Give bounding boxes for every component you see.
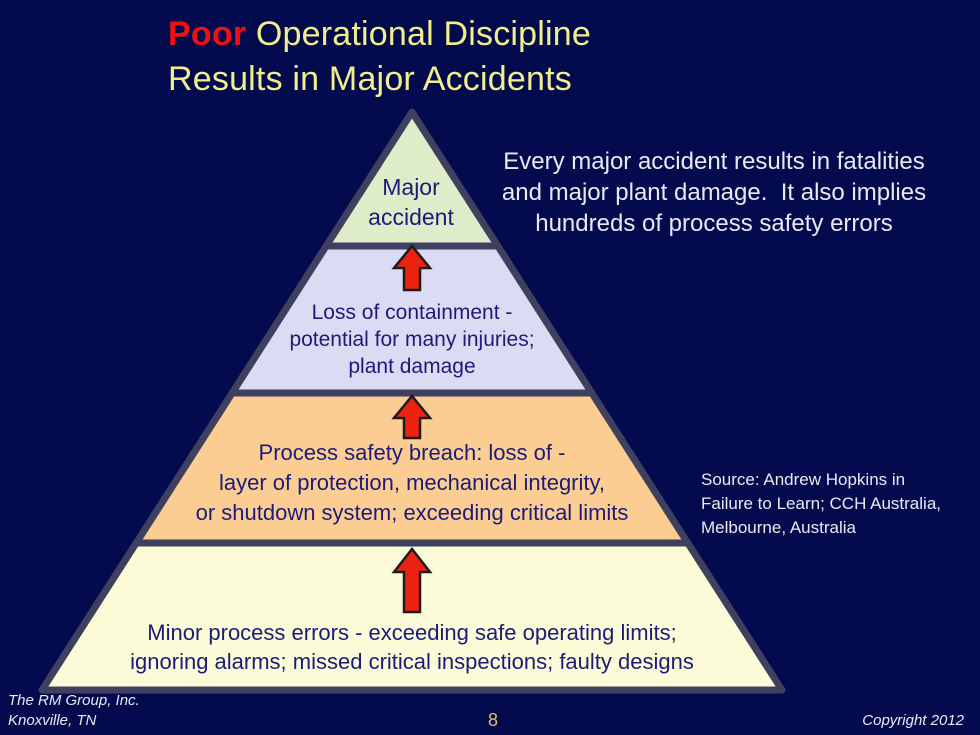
tier-label-process-safety-breach: Process safety breach: loss of - layer o… xyxy=(195,440,629,525)
copyright-text: Copyright 2012 xyxy=(862,712,964,729)
title-line-2: Results in Major Accidents xyxy=(168,60,572,98)
tier-label-minor-process-errors: Minor process errors - exceeding safe op… xyxy=(130,620,694,674)
annotation-text: Every major accident results in fataliti… xyxy=(501,148,927,237)
up-arrow-icon xyxy=(391,546,433,614)
title-line-1: Poor Operational Discipline xyxy=(168,12,591,57)
tier-label-major-accident: Major accident xyxy=(368,174,454,230)
page-number: 8 xyxy=(488,710,499,730)
footer-company: The RM Group, Inc. Knoxville, TN xyxy=(8,692,140,729)
up-arrow-icon xyxy=(391,394,433,440)
source-citation: Source: Andrew Hopkins in Failure to Lea… xyxy=(701,470,941,537)
tier-label-loss-of-containment: Loss of containment - potential for many… xyxy=(289,301,535,378)
title-emphasis: Poor xyxy=(168,15,247,53)
up-arrow-icon xyxy=(391,244,433,292)
slide-title: Poor Operational Discipline Results in M… xyxy=(168,12,591,102)
pyramid-tier4-shape xyxy=(38,539,786,694)
title-rest: Operational Discipline xyxy=(246,15,592,53)
